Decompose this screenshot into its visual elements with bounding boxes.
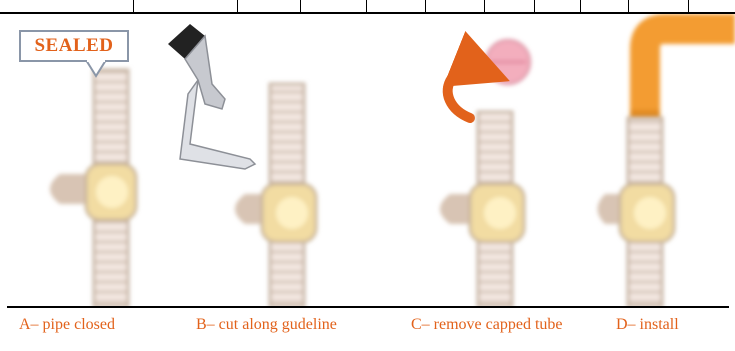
rule-tick <box>628 0 629 12</box>
panel-a-pipe-closed <box>50 70 136 306</box>
rule-tick <box>484 0 485 12</box>
cap-icon <box>486 40 530 84</box>
top-rule <box>0 0 735 14</box>
caption-a: A– pipe closed <box>19 316 115 334</box>
cutter-tool-icon <box>168 24 255 169</box>
panel-b-cut-along-guideline <box>168 24 316 306</box>
rule-tick <box>133 0 134 12</box>
rule-tick <box>580 0 581 12</box>
rule-tick <box>425 0 426 12</box>
rule-tick <box>300 0 301 12</box>
caption-b: B– cut along gudeline <box>196 316 337 334</box>
rule-tick <box>237 0 238 12</box>
rule-tick <box>534 0 535 12</box>
sealed-label-box: SEALED <box>19 30 129 62</box>
caption-c: C– remove capped tube <box>411 316 563 334</box>
caption-divider <box>7 306 729 308</box>
panel-c-remove-capped-tube <box>440 40 530 306</box>
caption-d: D– install <box>616 316 679 334</box>
elbow-pipe-icon <box>630 29 735 120</box>
sealed-label: SEALED <box>34 35 113 57</box>
sealed-pointer <box>86 60 106 78</box>
rule-tick <box>366 0 367 12</box>
panel-d-install <box>598 29 735 306</box>
rule-tick <box>688 0 689 12</box>
